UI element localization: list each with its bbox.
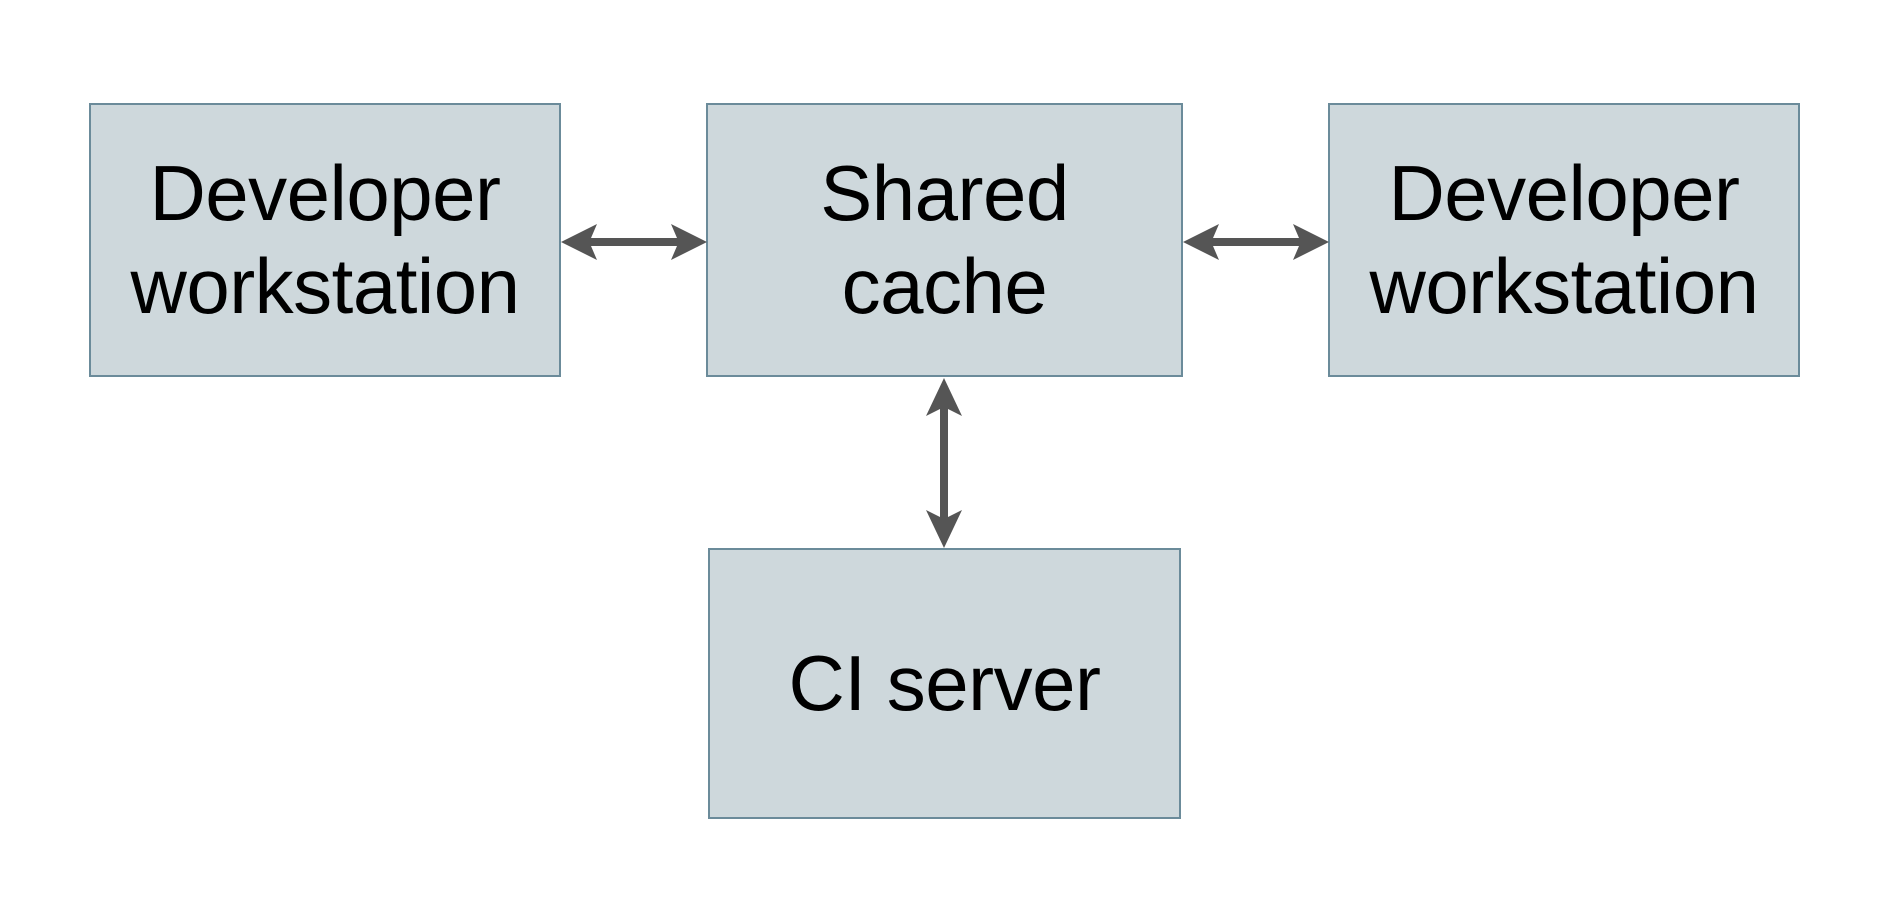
node-developer-workstation-right[interactable]: Developer workstation (1328, 103, 1800, 377)
node-label-shared-cache: Shared cache (820, 149, 1069, 330)
edge-developer-left-to-shared-cache (556, 207, 712, 277)
double-arrow-horizontal-icon (561, 224, 707, 260)
node-label-ci-server: CI server (788, 639, 1101, 727)
edge-shared-cache-to-developer-right (1178, 207, 1334, 277)
double-arrow-vertical-icon (926, 378, 962, 548)
node-shared-cache[interactable]: Shared cache (706, 103, 1183, 377)
node-label-developer-workstation-right: Developer workstation (1369, 149, 1760, 330)
node-developer-workstation-left[interactable]: Developer workstation (89, 103, 561, 377)
node-label-developer-workstation-left: Developer workstation (130, 149, 521, 330)
double-arrow-horizontal-icon (1183, 224, 1329, 260)
edge-shared-cache-to-ci-server (909, 373, 979, 553)
node-ci-server[interactable]: CI server (708, 548, 1181, 819)
